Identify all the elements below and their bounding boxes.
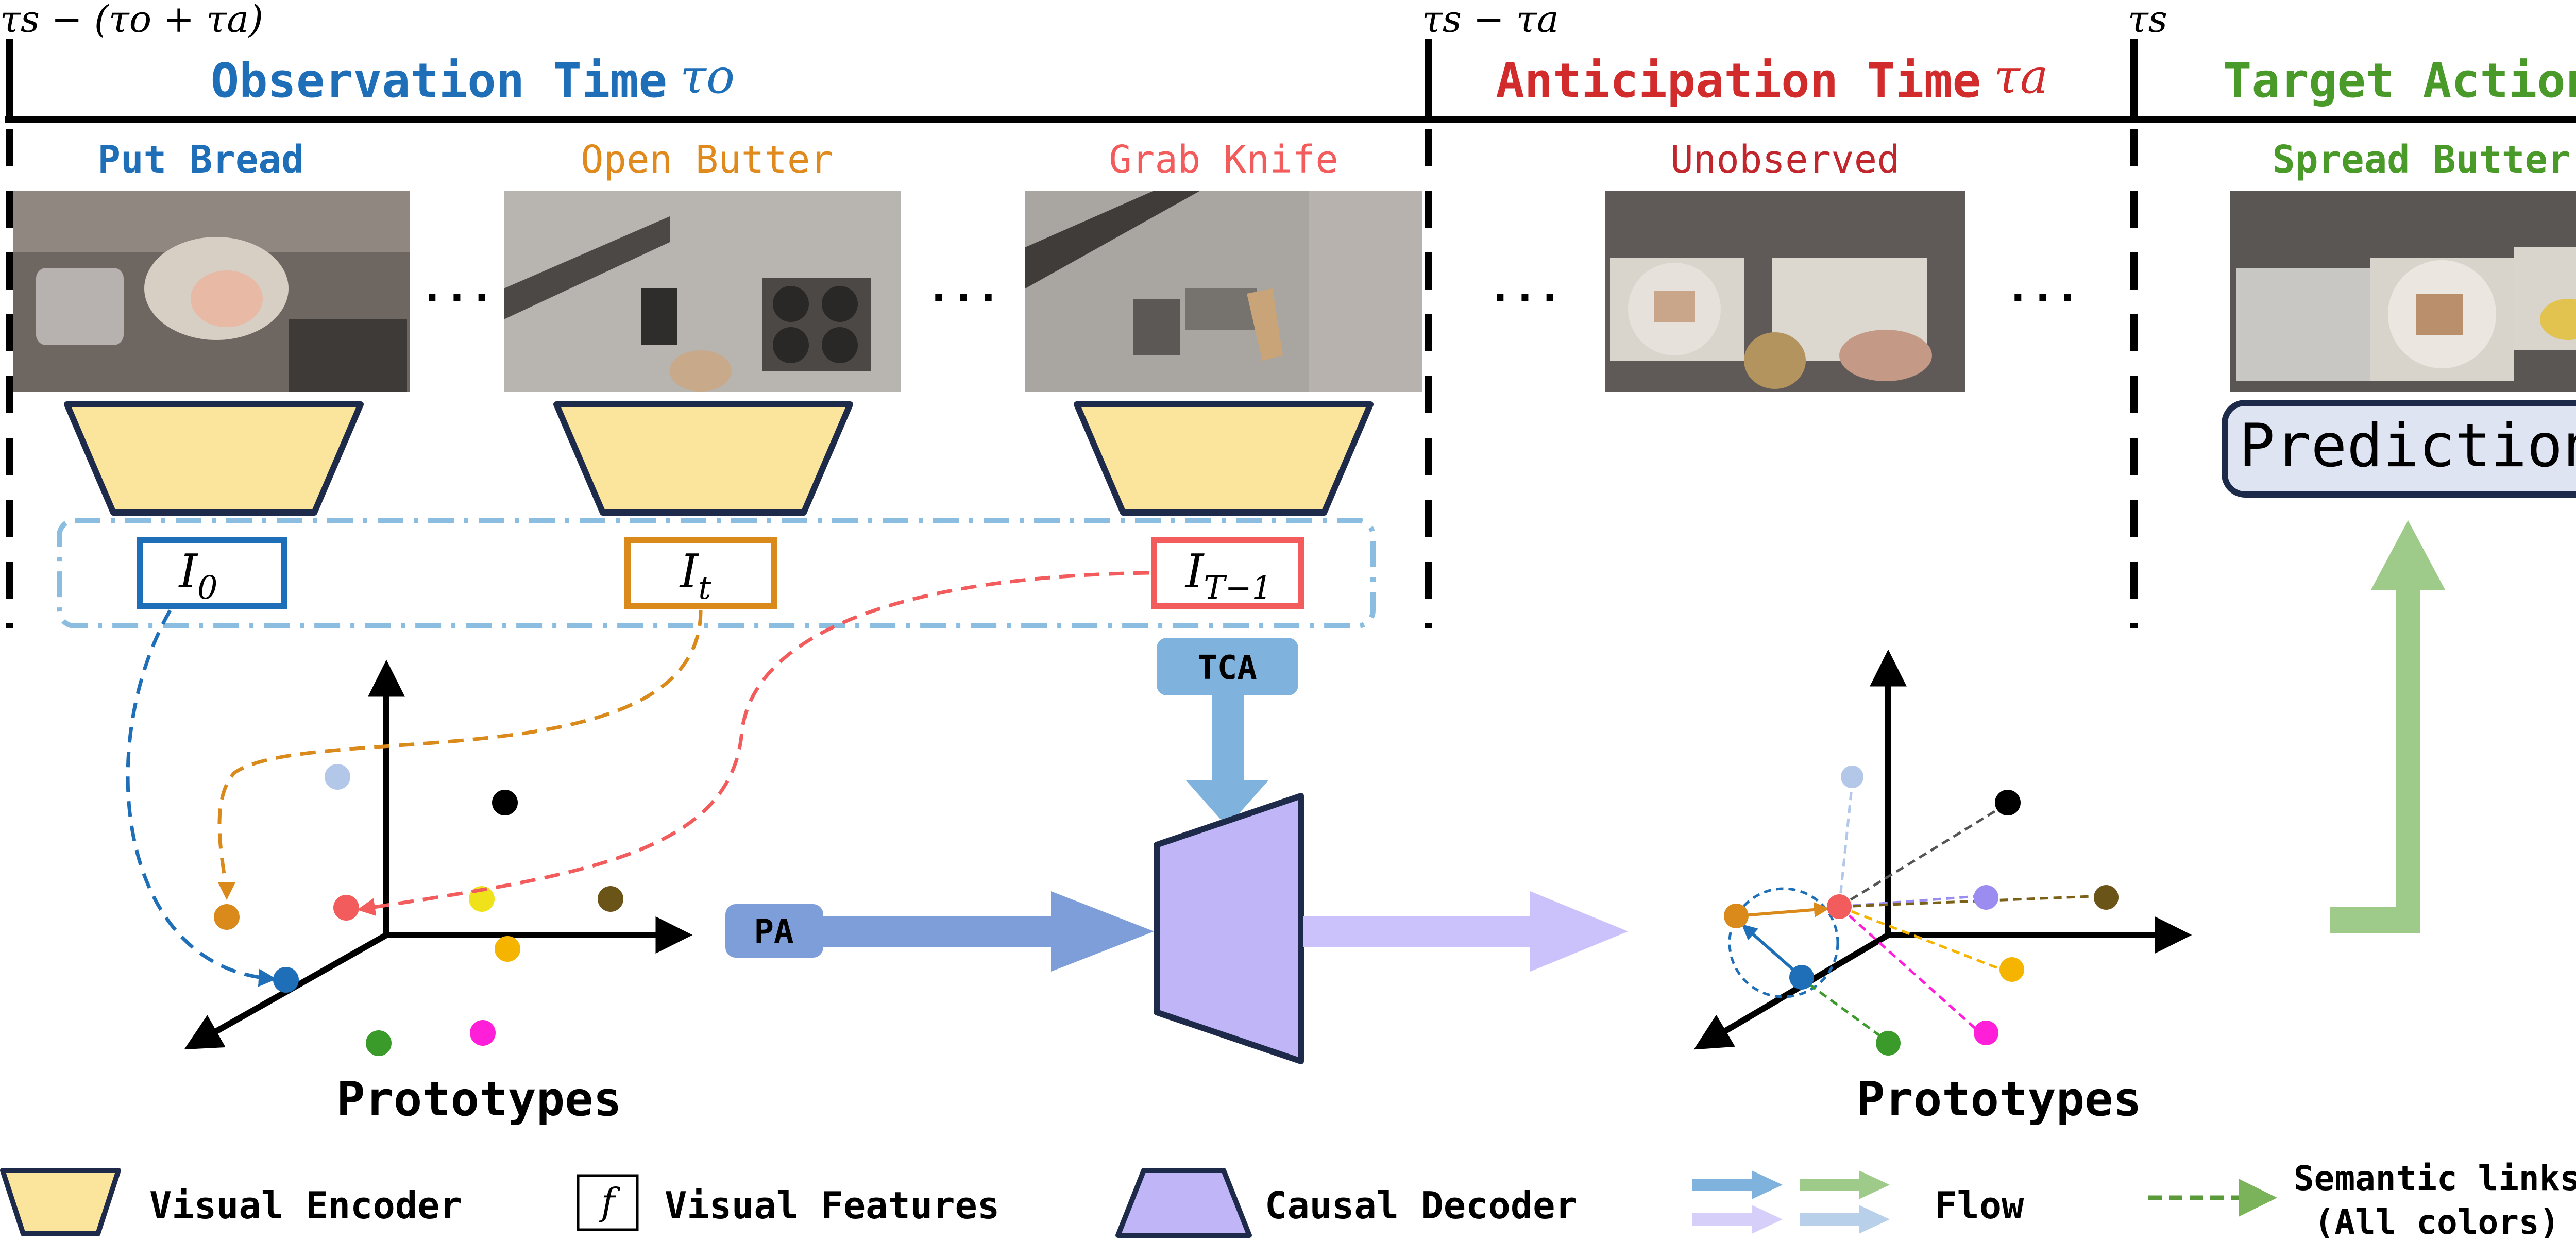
legend-causal-decoder: Causal Decoder [1115,1168,1578,1238]
video-frame-spread-butter [2230,191,2576,392]
prototype-point [1724,904,1749,928]
svg-text:I0: I0 [178,545,217,606]
prototype-point [492,790,518,815]
tca-module: TCA [1157,638,1298,827]
prototype-point [325,764,350,790]
visual-encoders [64,401,1374,516]
video-frame-open-butter [504,191,901,392]
visual-encoder-2 [553,401,853,516]
pa-flow: PA [725,891,1154,972]
visual-encoder-1 [64,401,364,516]
feature-it-minus-1: IT−1 [1151,537,1304,609]
legend: Visual Encoder f Visual Features Causal … [0,1159,2576,1241]
section-target-title: Target Action [2223,53,2576,108]
prototype-point [333,895,359,921]
frame-ellipses: ... ... ... ... [420,263,2080,311]
timeline: τs − (τo + τa) τs − τa τs Observation Ti… [0,0,2576,628]
prototype-point [598,886,623,912]
legend-visual-encoder: Visual Encoder [0,1168,462,1236]
prototype-point [214,904,240,930]
frame-label-open-butter: Open Butter [581,138,833,182]
svg-text:PA: PA [754,913,793,951]
prototype-point [2094,885,2119,910]
time-mark-observed-end: τs − τa [1422,0,1559,41]
svg-text:Causal Decoder: Causal Decoder [1265,1184,1578,1227]
section-anticipation-title: Anticipation Time [1496,53,1981,108]
decoder-output-flow [1303,891,1628,972]
prototypes-label-right: Prototypes [1856,1072,2142,1127]
section-observation-title: Observation Time [211,53,667,108]
video-frame-grab-knife [1025,191,1422,392]
prototype-point [366,1030,392,1056]
prediction-box: Prediction [2222,400,2576,498]
prototype-point [470,1020,496,1046]
prototype-point [1974,1021,1998,1045]
frame-label-put-bread: Put Bread [98,138,304,182]
svg-text:It: It [679,545,711,606]
svg-text:IT−1: IT−1 [1184,545,1272,606]
feature-it: It [624,537,777,609]
section-anticipation-symbol: τa [1994,49,2048,104]
section-observation-symbol: τo [680,49,735,104]
prototype-point [273,967,299,993]
projection-link-it [217,610,703,900]
prediction-flow-arrow [2330,520,2445,933]
svg-text:Flow: Flow [1935,1184,2024,1227]
prototype-point [1999,957,2024,982]
prototype-point [495,936,520,962]
video-frame-unobserved [1605,191,1965,392]
frame-label-unobserved: Unobserved [1670,138,1900,182]
frame-labels: Put Bread Open Butter Grab Knife Unobser… [98,138,2571,182]
ellipsis-3: ... [1488,263,1563,311]
svg-text:Semantic links: Semantic links [2294,1159,2576,1198]
svg-text:TCA: TCA [1197,649,1257,687]
time-mark-target: τs [2128,0,2167,41]
ellipsis-4: ... [2006,263,2080,311]
prototype-point [1974,885,1998,910]
prototype-space-left [126,571,1149,1056]
ellipsis-2: ... [926,263,1001,311]
prototype-point [1841,766,1863,788]
time-mark-start: τs − (τo + τa) [0,0,263,41]
feature-i0: I0 [137,537,287,609]
prototype-point [1995,790,2021,815]
prototype-space-right [1693,649,2192,1056]
frame-label-grab-knife: Grab Knife [1109,138,1338,182]
legend-flow: Flow [1692,1170,2024,1234]
frame-label-spread-butter: Spread Butter [2272,138,2570,182]
svg-text:Visual Encoder: Visual Encoder [149,1184,462,1227]
legend-semantic-links: Semantic links (All colors) [2148,1159,2576,1241]
prototypes-label-left: Prototypes [336,1072,622,1127]
prototype-point [1876,1031,1901,1056]
video-frame-put-bread [13,191,410,392]
features-group-box [57,518,1376,628]
svg-text:Prediction: Prediction [2239,411,2576,481]
visual-encoder-3 [1074,401,1374,516]
causal-decoder [1154,793,1304,1064]
svg-text:Visual Features: Visual Features [665,1184,999,1227]
svg-text:(All colors): (All colors) [2314,1202,2560,1241]
prototype-point [1827,894,1852,919]
ellipsis-1: ... [420,263,495,311]
prototype-point [1789,965,1814,990]
projection-link-it-minus-1 [357,571,1149,916]
legend-visual-features: f Visual Features [577,1174,999,1231]
projection-link-i0 [126,609,277,987]
